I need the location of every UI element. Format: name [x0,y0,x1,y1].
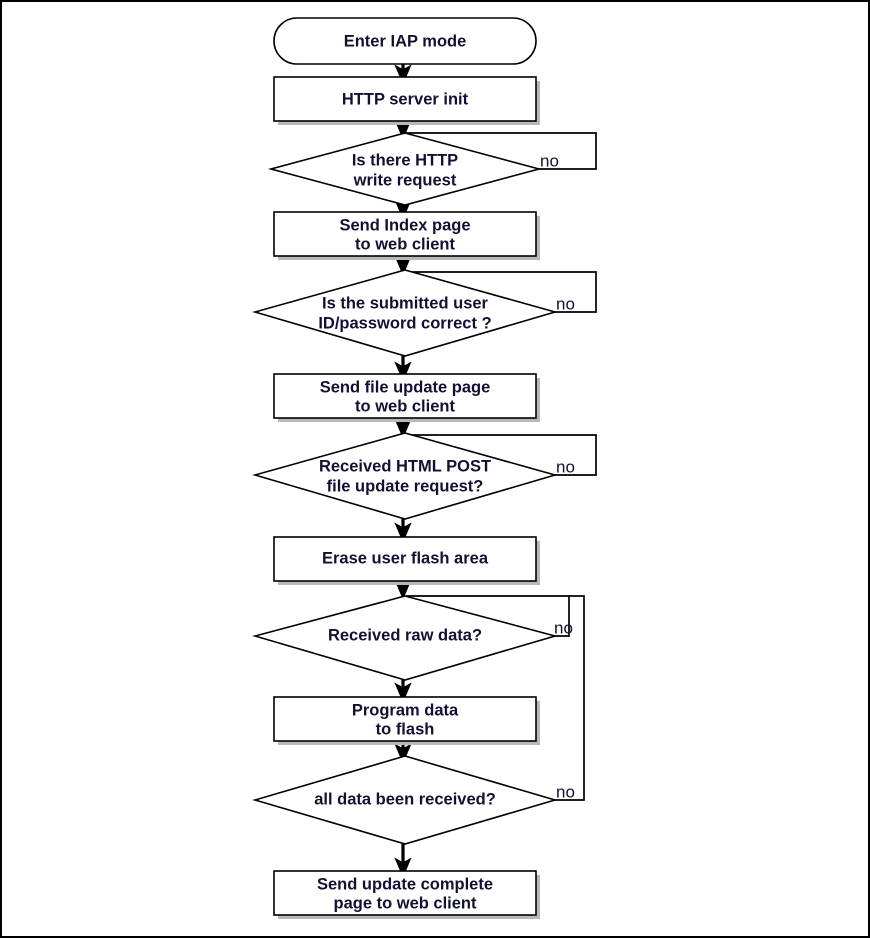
branch-label-no-received-raw-data: no [554,618,573,637]
branch-label-no-credentials-correct: no [556,294,575,313]
edge-all-data-received-no-loop [555,595,585,801]
node-program-data-line1: Program data [352,701,459,719]
branch-label-no-http-write-request: no [540,151,559,170]
edge-http-write-request-no-loop [406,132,597,170]
node-start[interactable]: Enter IAP mode [273,17,537,65]
branch-label-layer: no no no no no [540,151,575,801]
node-http-write-request-line2: write request [353,171,457,189]
node-send-file-update-page-line2: to web client [355,397,455,415]
edge-received-raw-data-no-loop [406,595,570,637]
node-html-post-request-line2: file update request? [327,477,484,495]
branch-label-no-all-data-received: no [556,782,575,801]
node-erase-flash[interactable]: Erase user flash area [273,536,540,585]
node-send-index-page[interactable]: Send Index page to web client [273,211,540,260]
branch-label-no-html-post-request: no [556,457,575,476]
node-credentials-correct-line1: Is the submitted user [322,294,489,312]
node-send-index-page-line2: to web client [355,235,455,253]
node-all-data-received-label: all data been received? [314,790,496,808]
node-send-update-complete[interactable]: Send update complete page to web client [273,870,540,919]
node-http-write-request-line1: Is there HTTP [352,151,458,169]
node-start-label: Enter IAP mode [344,32,467,50]
node-http-init[interactable]: HTTP server init [273,76,540,125]
node-html-post-request[interactable]: Received HTML POST file update request? [252,432,558,520]
edge-html-post-no-loop [406,434,597,476]
node-erase-flash-label: Erase user flash area [322,549,489,567]
node-credentials-correct-line2: ID/password correct ? [318,314,491,332]
node-html-post-request-line1: Received HTML POST [319,457,491,475]
edge-credentials-no-loop [406,271,597,313]
node-http-write-request[interactable]: Is there HTTP write request [267,132,543,206]
node-http-init-label: HTTP server init [342,90,469,108]
node-received-raw-data-label: Received raw data? [328,626,482,644]
node-program-data[interactable]: Program data to flash [273,696,540,745]
node-send-file-update-page[interactable]: Send file update page to web client [273,373,540,422]
node-send-file-update-page-line1: Send file update page [320,378,491,396]
node-send-update-complete-line1: Send update complete [317,875,493,893]
edge-layer [394,62,597,878]
node-credentials-correct[interactable]: Is the submitted user ID/password correc… [252,269,558,357]
node-send-index-page-line1: Send Index page [339,216,470,234]
node-program-data-line2: to flash [376,720,435,738]
node-received-raw-data[interactable]: Received raw data? [252,595,558,681]
node-all-data-received[interactable]: all data been received? [252,755,558,845]
node-send-update-complete-line2: page to web client [333,894,477,912]
